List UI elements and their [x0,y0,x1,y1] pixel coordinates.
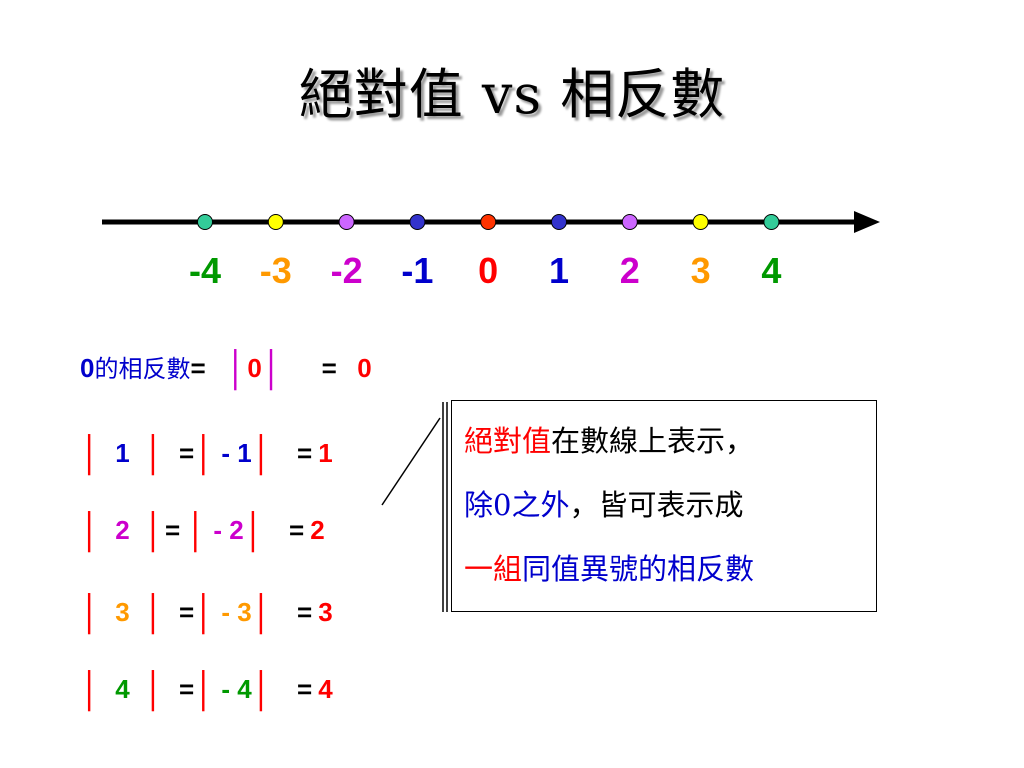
zero-abs-value: 0 [247,353,262,383]
row-number: 1 [115,438,130,468]
number-line-dot [267,214,284,230]
abs-bar-right: │ [143,512,165,550]
abs-bar-left: │ [80,435,102,473]
number-line-dot [621,214,638,230]
equals-sign: = [297,597,313,627]
equals-sign: = [297,674,313,704]
number-line-label: -1 [401,250,434,291]
callout-line-3: 一組同值異號的相反數 [464,537,876,601]
number-line-dot [480,214,497,230]
row-number: 2 [115,515,130,545]
number-line-label: 3 [690,250,711,291]
number-line-label: 2 [619,250,640,291]
abs-bar-right: │ [251,435,273,473]
number-line-dot [338,214,355,230]
number-line-label: -2 [330,250,363,291]
callout-highlight: 絕對值 [464,424,552,458]
equals-sign: = [178,597,195,627]
callout-line-1: 絕對值在數線上表示， [464,409,876,473]
abs-bar-right: │ [143,671,165,709]
callout-highlight: 除0之外 [464,488,570,522]
row-negative: - 4 [221,674,252,704]
zero-text: 的相反數 [94,355,191,383]
row-negative: - 1 [221,438,252,468]
row-result: 4 [318,674,333,704]
row-result: 2 [310,515,325,545]
equation-row-4: │4│=│- 4│=4 [80,667,333,711]
equation-row-1: │1│=│- 1│=1 [80,431,333,475]
number-line-label: 0 [478,250,499,291]
number-line [102,211,880,233]
row-result: 1 [318,438,333,468]
number-line-label: 4 [761,250,782,291]
number-line-dot [763,214,780,230]
callout-text: 在數線上表示， [551,424,755,458]
number-line-label: 1 [548,250,570,291]
abs-bar-left: │ [80,512,102,550]
number-line-dot [551,214,567,230]
callout-highlight: 一組 [464,552,523,586]
equation-row-2: │2│=│- 2│=2 [80,508,325,552]
abs-bar-right: │ [261,350,284,388]
number-line-dot [692,214,709,230]
equals-sign: = [178,674,195,704]
zero-result: 0 [357,353,372,383]
equals-sign: = [178,438,195,468]
abs-bar-right: │ [251,671,273,709]
row-number: 3 [115,597,130,627]
callout-text: 同值異號的相反數 [522,552,755,586]
equals-sign: = [190,353,206,383]
equals-sign: = [297,438,313,468]
abs-bar-left: │ [194,671,216,709]
abs-bar-right: │ [243,512,265,550]
abs-bar-left: │ [80,594,102,632]
zero-number: 0 [80,353,95,383]
number-line-dot [197,214,213,230]
callout-line-2: 除0之外，皆可表示成 [464,473,876,537]
number-line-label: -3 [259,250,292,291]
row-number: 4 [115,674,130,704]
equation-row-3: │3│=│- 3│=3 [80,590,333,634]
abs-bar-right: │ [251,594,273,632]
equals-sign: = [289,515,305,545]
number-line-dot [409,214,426,230]
abs-bar-left: │ [80,671,102,709]
abs-bar-left: │ [194,435,216,473]
row-negative: - 2 [213,515,244,545]
slide-title: 絕對值 vs 相反數 [298,63,726,126]
abs-bar-left: │ [186,512,208,550]
abs-bar-left: │ [226,350,248,388]
equation-zero: 0的相反數= │0│ = 0 [80,346,372,390]
abs-bar-right: │ [143,435,165,473]
number-line-arrow [854,211,880,233]
equals-sign: = [164,515,181,545]
equals-sign: = [321,353,337,383]
callout-text: ，皆可表示成 [569,488,744,522]
row-negative: - 3 [221,597,252,627]
abs-bar-right: │ [143,594,165,632]
number-line-label: -4 [188,250,221,291]
abs-bar-left: │ [194,594,216,632]
callout-box: 絕對值在數線上表示， 除0之外，皆可表示成 一組同值異號的相反數 [451,400,877,612]
row-result: 3 [318,597,333,627]
